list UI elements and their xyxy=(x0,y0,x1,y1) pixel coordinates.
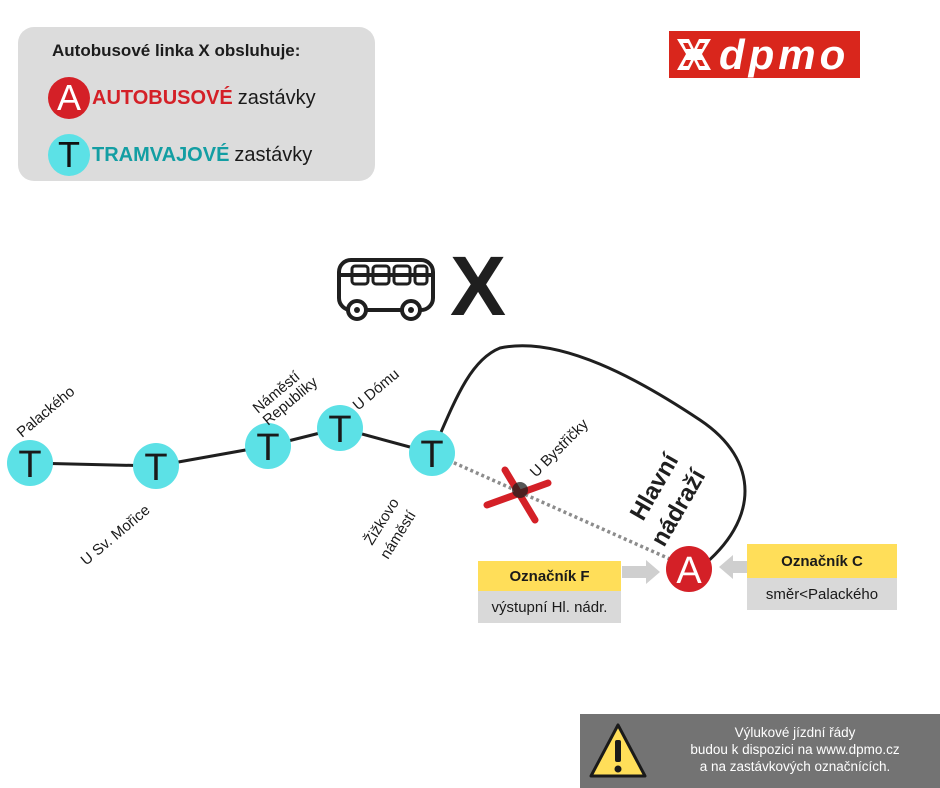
legend-tram-keyword: TRAMVAJOVÉ xyxy=(92,143,230,166)
warning-icon xyxy=(589,723,647,778)
bus-icon xyxy=(337,258,435,321)
bus-stop-hlavni-nadrazi[interactable]: A xyxy=(666,546,712,592)
oznacnik-f-box: Označník F výstupní Hl. nádr. xyxy=(478,561,621,623)
stop-label-u-bystricky: U Bystřičky xyxy=(527,415,592,480)
svg-text:T: T xyxy=(256,427,279,469)
tram-stop-icon: T xyxy=(48,134,90,176)
legend-bus-rest: zastávky xyxy=(237,86,316,109)
notice-text: Výlukové jízdní řády budou k dispozici n… xyxy=(660,724,930,775)
svg-text:A: A xyxy=(676,550,702,592)
oznacnik-f-title: Označník F xyxy=(478,561,621,591)
oznacnik-c-box: Označník C směr<Palackého xyxy=(747,544,897,610)
notice-panel: Výlukové jízdní řády budou k dispozici n… xyxy=(580,714,940,788)
arrow-left-icon xyxy=(719,555,747,579)
svg-text:T: T xyxy=(328,409,351,451)
bus-stop-icon: A xyxy=(48,77,90,119)
notice-line-2: budou k dispozici na www.dpmo.cz xyxy=(690,742,900,757)
legend-title: Autobusové linka X obsluhuje: xyxy=(52,41,301,60)
stop-label-u-domu: U Dómu xyxy=(350,366,403,414)
stop-label-palackeho: Palackého xyxy=(14,383,79,441)
tram-stop-u-domu[interactable]: T xyxy=(317,405,363,451)
tram-stop-u-sv-morice[interactable]: T xyxy=(133,443,179,489)
closed-route-segment xyxy=(431,451,691,570)
cancelled-stop-icon xyxy=(483,466,552,524)
oznacnik-c-title: Označník C xyxy=(747,544,897,578)
line-letter: X xyxy=(450,239,507,333)
legend-tram-rest: zastávky xyxy=(234,143,313,166)
legend-bus-keyword: AUTOBUSOVÉ xyxy=(92,86,233,109)
dpmo-logo: dpmo xyxy=(669,31,860,78)
svg-text:T: T xyxy=(18,444,41,486)
dpmo-logo-text: dpmo xyxy=(719,31,850,78)
oznacnik-c-note: směr<Palackého xyxy=(747,578,897,610)
svg-text:T: T xyxy=(144,447,167,489)
tram-stop-zizkovo-namesti[interactable]: T xyxy=(409,430,455,476)
oznacnik-f-note: výstupní Hl. nádr. xyxy=(478,591,621,623)
arrow-right-icon xyxy=(622,560,660,584)
notice-line-1: Výlukové jízdní řády xyxy=(734,725,856,740)
stop-label-u-sv-morice: U Sv. Mořice xyxy=(78,502,154,569)
dpmo-logo-mark-icon xyxy=(677,39,711,70)
legend-panel: Autobusové linka X obsluhuje: A AUTOBUSO… xyxy=(18,27,375,181)
tram-stop-namesti-republiky[interactable]: T xyxy=(245,423,291,469)
notice-line-3: a na zastávkových označnících. xyxy=(699,759,891,774)
tram-stop-palackeho[interactable]: T xyxy=(7,440,53,486)
svg-text:T: T xyxy=(420,434,443,476)
